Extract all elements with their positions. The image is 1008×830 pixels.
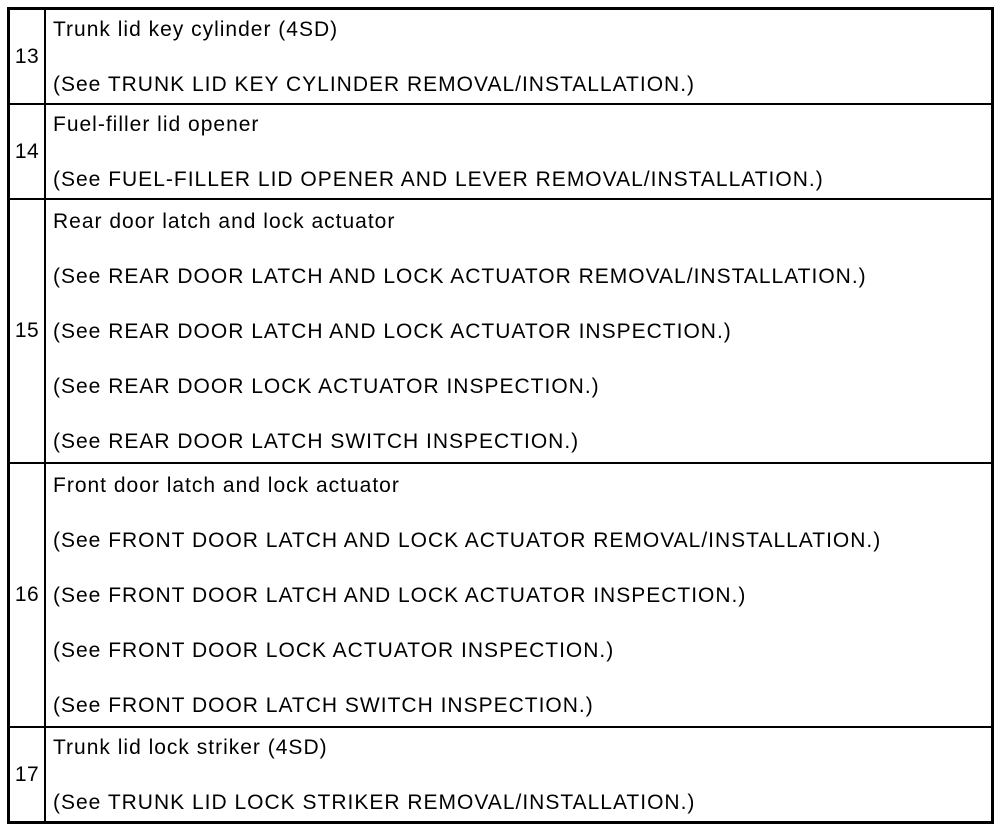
item-description-cell: Fuel-filler lid opener (See FUEL-FILLER L… bbox=[46, 105, 991, 198]
table-row: 15 Rear door latch and lock actuator (See… bbox=[10, 198, 991, 462]
item-description-cell: Front door latch and lock actuator (See F… bbox=[46, 464, 991, 726]
table-row: 13 Trunk lid key cylinder (4SD) (See TRUN… bbox=[10, 10, 991, 103]
item-see-reference: (See FRONT DOOR LATCH AND LOCK ACTUATOR … bbox=[53, 583, 747, 607]
item-number-cell: 16 bbox=[10, 464, 46, 726]
item-see-reference: (See REAR DOOR LOCK ACTUATOR INSPECTION.… bbox=[53, 374, 600, 398]
item-see-reference: (See REAR DOOR LATCH SWITCH INSPECTION.) bbox=[53, 429, 580, 453]
item-number: 17 bbox=[14, 762, 40, 786]
item-description-cell: Trunk lid key cylinder (4SD) (See TRUNK L… bbox=[46, 10, 991, 103]
item-see-reference: (See FUEL-FILLER LID OPENER AND LEVER RE… bbox=[53, 167, 824, 191]
item-number-cell: 13 bbox=[10, 10, 46, 103]
item-see-reference: (See FRONT DOOR LATCH AND LOCK ACTUATOR … bbox=[53, 528, 882, 552]
item-see-reference: (See FRONT DOOR LATCH SWITCH INSPECTION.… bbox=[53, 693, 594, 717]
table-row: 14 Fuel-filler lid opener (See FUEL-FILLE… bbox=[10, 103, 991, 198]
item-see-reference: (See REAR DOOR LATCH AND LOCK ACTUATOR R… bbox=[53, 264, 867, 288]
item-title: Trunk lid lock striker (4SD) bbox=[53, 735, 328, 759]
item-number: 14 bbox=[14, 139, 40, 163]
item-number: 15 bbox=[14, 319, 40, 342]
item-see-reference: (See TRUNK LID KEY CYLINDER REMOVAL/INST… bbox=[53, 72, 696, 96]
item-title: Fuel-filler lid opener bbox=[53, 112, 260, 136]
item-title: Trunk lid key cylinder (4SD) bbox=[53, 17, 339, 41]
item-number: 13 bbox=[14, 44, 40, 68]
item-number-cell: 17 bbox=[10, 728, 46, 821]
item-description-cell: Trunk lid lock striker (4SD) (See TRUNK L… bbox=[46, 728, 991, 821]
item-see-reference: (See FRONT DOOR LOCK ACTUATOR INSPECTION… bbox=[53, 638, 615, 662]
table-row: 17 Trunk lid lock striker (4SD) (See TRUN… bbox=[10, 726, 991, 821]
item-number-cell: 14 bbox=[10, 105, 46, 198]
item-title: Front door latch and lock actuator bbox=[53, 473, 400, 497]
table-row: 16 Front door latch and lock actuator (Se… bbox=[10, 462, 991, 726]
parts-reference-table: 13 Trunk lid key cylinder (4SD) (See TRUN… bbox=[7, 7, 994, 824]
item-see-reference: (See TRUNK LID LOCK STRIKER REMOVAL/INST… bbox=[53, 790, 696, 814]
item-description-cell: Rear door latch and lock actuator (See RE… bbox=[46, 200, 991, 462]
item-title: Rear door latch and lock actuator bbox=[53, 209, 396, 233]
item-number: 16 bbox=[14, 583, 40, 606]
item-number-cell: 15 bbox=[10, 200, 46, 462]
item-see-reference: (See REAR DOOR LATCH AND LOCK ACTUATOR I… bbox=[53, 319, 732, 343]
